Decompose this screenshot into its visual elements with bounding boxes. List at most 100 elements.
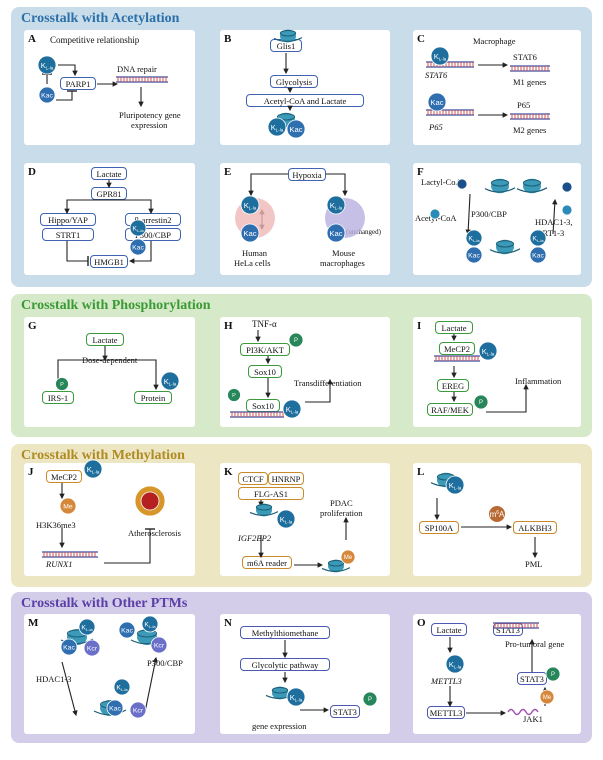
phospho-badge-text: P: [551, 672, 555, 678]
dna-tail: [273, 37, 303, 42]
kla-badge: KL-la: [430, 46, 450, 66]
m1-genes-label: M1 genes: [513, 77, 547, 87]
lactyl-coa-dot-circle: [456, 178, 468, 190]
panel-k: K CTCF HNRNP FLG-AS1 IGF2BP2 PDAC prolif…: [220, 463, 390, 576]
kcr-badge-circle: [83, 639, 101, 657]
kac-badge-circle: [286, 119, 306, 139]
unchanged-label: (unchanged): [346, 228, 381, 236]
panel-i: I Lactate MeCP2 EREG RAF/MEK Inflammatio…: [413, 317, 581, 427]
dot-right-1-circle: [561, 181, 573, 193]
kac-badge-circle: [129, 238, 147, 256]
lactyl-coa-dot: [456, 178, 468, 190]
kla-badge: KL-la: [478, 341, 498, 361]
phospho-badge-text: P: [479, 400, 483, 406]
mecp2-box: MeCP2: [46, 470, 82, 483]
kla-badge-circle: [445, 654, 465, 674]
macrophage-label: Macrophage: [473, 36, 516, 46]
inhibition-line: [104, 529, 151, 564]
acetyl-coa-dot-circle: [429, 208, 441, 220]
arrow: [248, 173, 288, 197]
kla-badge: KL-la: [113, 678, 131, 696]
kla-badge: KL-la: [160, 371, 180, 391]
kcr-badge-text: Kcr: [87, 646, 98, 653]
kla-badge-circle: [113, 678, 131, 696]
kla-badge-text: KL-la: [41, 61, 54, 71]
m6a-badge: m6A: [489, 506, 505, 522]
kac-badge-circle: [465, 246, 483, 264]
arrow: [486, 383, 529, 413]
panel-label: D: [28, 166, 36, 178]
atherosclerosis-core-circle: [140, 491, 160, 511]
lactate-box: Lactate: [91, 167, 127, 180]
kla-badge: KL-la: [282, 399, 302, 419]
section-title-methylation: Crosstalk with Methylation: [21, 448, 185, 463]
dna-tail: [93, 709, 127, 716]
nucleosome-f-top: [484, 178, 516, 194]
phospho-badge: P: [288, 332, 304, 348]
panel-label: N: [224, 617, 232, 629]
kac-badge: Kac: [326, 223, 346, 243]
glycolytic-pathway-box: Glycolytic pathway: [240, 658, 330, 671]
kcr-badge-circle: [150, 636, 168, 654]
phospho-badge: P: [55, 377, 69, 391]
kla-badge-circle: [529, 229, 547, 247]
sox10-dna: [230, 411, 284, 418]
kla-badge-text: KL-la: [87, 465, 100, 475]
kac-badge: Kac: [129, 238, 147, 256]
kla-badge: KL-la: [78, 618, 96, 636]
kac-badge-text: Kac: [243, 229, 256, 238]
kcr-badge-circle: [129, 701, 147, 719]
phospho-badge-circle: [545, 666, 561, 682]
dna-tail: [484, 187, 516, 193]
kac-badge: Kac: [38, 86, 56, 104]
nucleosome-k2: [321, 559, 351, 573]
nucleosome-f-bottom: [489, 239, 521, 255]
mouse-label: Mouse: [332, 248, 356, 258]
dna-tail: [516, 187, 548, 193]
irs1-box: IRS-1: [42, 391, 74, 404]
kac-badge: Kac: [118, 621, 136, 639]
kac-badge: Kac: [60, 638, 78, 656]
dna-repair-strand: [116, 76, 168, 83]
m1-dna: [510, 65, 550, 72]
hmgb1-box: HMGB1: [90, 255, 128, 268]
dna-wrap: [327, 559, 345, 567]
kla-badge-text: KL-la: [132, 226, 144, 233]
atherosclerosis-label: Atherosclerosis: [128, 528, 181, 538]
kac-badge: Kac: [106, 699, 124, 717]
m6a-reader-box: m6A reader: [242, 556, 292, 569]
kcr-badge: Kcr: [83, 639, 101, 657]
inhibition-line: [66, 241, 88, 262]
phospho-badge-circle: [55, 377, 69, 391]
arrow: [109, 199, 154, 215]
methyl-badge-text: Me: [344, 555, 353, 561]
kac-badge-text: Kac: [41, 93, 53, 100]
panel-n: N Methylthiomethane Glycolytic pathway g…: [220, 614, 390, 734]
kac-badge-circle: [38, 86, 56, 104]
sp100a-box: SP100A: [419, 521, 459, 534]
panel-label: M: [28, 617, 39, 629]
kac-badge-circle: [106, 699, 124, 717]
m6a-text: m6A: [490, 510, 505, 519]
human-label: Human: [242, 248, 268, 258]
tnf-label: TNF-α: [252, 319, 277, 329]
kac-badge: Kac: [465, 246, 483, 264]
methyl-badge-circle: [340, 549, 356, 565]
kac-badge-text: Kac: [63, 645, 75, 652]
dna-wrap: [279, 29, 297, 37]
jak1-mrna: [507, 708, 539, 716]
kla-badge: KL-la: [286, 687, 306, 707]
kac-badge-text: Kac: [468, 253, 480, 260]
panel-label: C: [417, 33, 425, 45]
kac-badge-circle: [326, 223, 346, 243]
phospho-badge-text: P: [368, 697, 372, 703]
hypoxia-box: Hypoxia: [288, 168, 326, 181]
kac-badge: Kac: [529, 246, 547, 264]
kla-badge: KL-la: [445, 654, 465, 674]
inflammation-label: Inflammation: [515, 376, 562, 386]
panel-label: J: [28, 466, 34, 478]
methyl-badge-circle: [59, 497, 77, 515]
section-title-phosphorylation: Crosstalk with Phosphorylation: [21, 298, 211, 313]
methyl-badge-circle: [539, 689, 555, 705]
panel-label: O: [417, 617, 426, 629]
